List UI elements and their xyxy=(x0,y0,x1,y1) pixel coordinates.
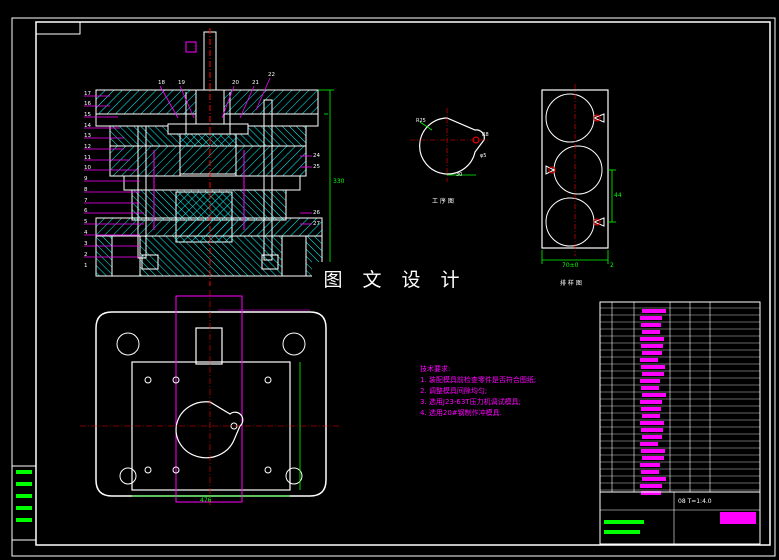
bom-cell-fill xyxy=(641,491,661,495)
svg-text:19: 19 xyxy=(178,80,185,86)
svg-text:10: 10 xyxy=(84,165,91,171)
bom-cell-fill xyxy=(640,358,658,362)
notes-item-3: 3. 选用J23-63T压力机调试模具; xyxy=(420,398,521,406)
svg-text:26: 26 xyxy=(313,210,320,216)
top-left-tag xyxy=(35,21,81,35)
bom-cell-fill xyxy=(640,379,660,383)
svg-text:17: 17 xyxy=(84,91,91,97)
svg-text:9: 9 xyxy=(84,176,88,182)
svg-text:15: 15 xyxy=(84,112,91,118)
notes-title: 技术要求: xyxy=(420,365,451,373)
layout-view-label: 排 样 图 xyxy=(560,280,582,287)
bom-cell-fill xyxy=(642,414,660,418)
inner-frame xyxy=(35,21,771,546)
bom-cell-fill xyxy=(642,393,666,397)
bom-cell-fill xyxy=(640,484,662,488)
technical-notes: 技术要求: 1. 装配模具前检查零件是否符合图纸; 2. 调整模具间隙均匀; 3… xyxy=(420,364,536,419)
svg-text:11: 11 xyxy=(84,155,91,161)
notes-item-2: 2. 调整模具间隙均匀; xyxy=(420,387,488,395)
bom-cell-fill xyxy=(641,344,663,348)
notes-item-4: 4. 选用20#钢制作冲模具. xyxy=(420,409,502,417)
svg-text:20: 20 xyxy=(232,80,239,86)
bom-cell-fill xyxy=(642,435,662,439)
svg-text:φ5: φ5 xyxy=(480,153,486,159)
bom-cell-fill xyxy=(640,337,664,341)
layout-width-dimension: 70±0 xyxy=(562,262,579,269)
svg-text:7: 7 xyxy=(84,198,88,204)
bom-cell-fill xyxy=(641,386,659,390)
svg-text:2: 2 xyxy=(84,252,88,258)
bom-cell-fill xyxy=(640,442,658,446)
part-view: R25 R8 φ5 30 xyxy=(410,108,490,182)
bom-cell-fill xyxy=(640,316,662,320)
watermark-text: 图 文 设 计 xyxy=(312,262,478,298)
outer-frame xyxy=(11,17,776,557)
bom-cell-fill xyxy=(641,428,663,432)
svg-text:6: 6 xyxy=(84,208,88,214)
svg-text:8: 8 xyxy=(84,187,88,193)
svg-text:5: 5 xyxy=(84,219,88,225)
bom-cell-fill xyxy=(642,477,666,481)
svg-text:24: 24 xyxy=(313,153,320,159)
svg-text:12: 12 xyxy=(84,144,91,150)
bom-cell-fill xyxy=(640,421,664,425)
bom-cell-fill xyxy=(640,463,660,467)
svg-text:30: 30 xyxy=(456,172,462,178)
bom-cell-fill xyxy=(641,470,659,474)
part-view-label: 工 序 图 xyxy=(432,198,454,205)
bom-cell-fill xyxy=(641,365,665,369)
svg-text:4: 4 xyxy=(84,230,88,236)
svg-text:14: 14 xyxy=(84,123,91,129)
svg-text:27: 27 xyxy=(313,221,320,227)
bom-cell-fill xyxy=(641,407,661,411)
svg-text:21: 21 xyxy=(252,80,259,86)
side-height-dimension: 330 xyxy=(333,178,345,185)
bom-cell-fill xyxy=(640,400,662,404)
bom-cell-fill xyxy=(641,449,665,453)
bom-cell-fill xyxy=(641,323,661,327)
svg-text:R8: R8 xyxy=(482,132,489,138)
svg-text:22: 22 xyxy=(268,72,275,78)
layout-view xyxy=(541,84,616,264)
title-block-scale: 08 T=1:4.0 xyxy=(678,498,712,505)
bom-cell-fill xyxy=(642,309,666,313)
bom-cell-fill xyxy=(642,351,662,355)
plan-view xyxy=(80,290,340,506)
svg-text:25: 25 xyxy=(313,164,320,170)
svg-text:R25: R25 xyxy=(416,118,426,124)
bom-cell-fill xyxy=(642,330,660,334)
left-tag xyxy=(11,465,37,541)
svg-text:13: 13 xyxy=(84,133,91,139)
bottom-width-dimension: 476 xyxy=(200,497,212,504)
bom-cell-fill xyxy=(642,372,664,376)
layout-pitch-dimension: 44 xyxy=(614,192,622,199)
bom-table xyxy=(599,301,761,545)
svg-text:1: 1 xyxy=(84,263,88,269)
svg-text:3: 3 xyxy=(84,241,88,247)
bom-cell-fill xyxy=(642,456,664,460)
svg-text:16: 16 xyxy=(84,101,91,107)
layout-step-dimension: 2 xyxy=(610,262,614,269)
notes-item-1: 1. 装配模具前检查零件是否符合图纸; xyxy=(420,376,537,384)
svg-text:18: 18 xyxy=(158,80,165,86)
